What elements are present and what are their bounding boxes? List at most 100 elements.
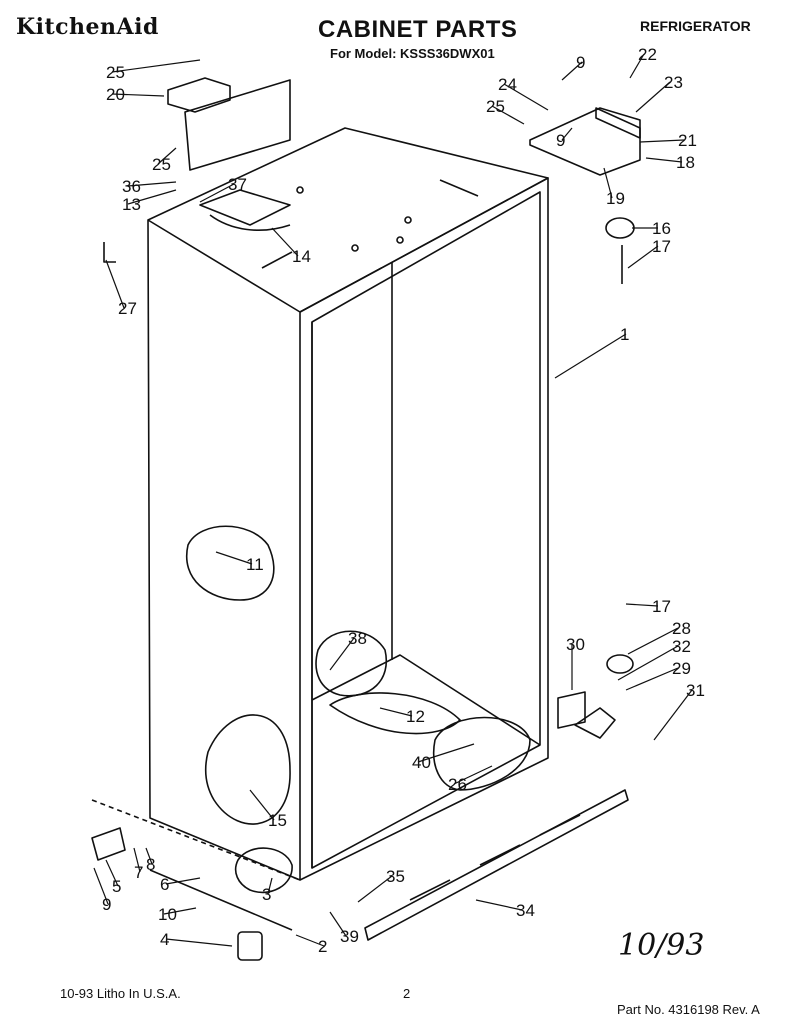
callout-label-17: 17 <box>652 597 671 616</box>
callout-label-28: 28 <box>672 619 691 638</box>
callout-leader-34 <box>475 899 523 911</box>
callout-label-22: 22 <box>638 45 657 64</box>
part-16-cam <box>605 217 635 239</box>
part-4-roller <box>237 931 263 961</box>
insulation-cutaway-12 <box>329 692 461 735</box>
callout-leader-31 <box>653 689 693 741</box>
callout-label-14: 14 <box>292 247 311 266</box>
callout-leader-25 <box>491 105 525 125</box>
insulation-cutaway-26 <box>433 716 531 791</box>
callout-leader-13 <box>127 189 177 205</box>
callout-label-11: 11 <box>246 555 264 574</box>
callout-leaders <box>93 53 693 947</box>
insulation-cutaway-3 <box>234 847 293 894</box>
top-panel <box>184 79 291 171</box>
callout-label-31: 31 <box>686 681 705 700</box>
part-number: Part No. 4316198 Rev. A <box>617 1002 760 1017</box>
part-5-bracket <box>91 827 126 861</box>
callout-leader-19 <box>603 167 613 199</box>
callout-label-13: 13 <box>122 195 141 214</box>
part-20-housing <box>167 77 231 113</box>
insulation-cutaway-15 <box>204 714 291 825</box>
callout-leader-17 <box>625 603 659 607</box>
callout-label-3: 3 <box>262 885 271 904</box>
part-30-bracket <box>557 691 586 729</box>
callout-leader-25 <box>157 147 177 165</box>
callout-leader-24 <box>503 83 549 111</box>
callout-leader-11 <box>215 551 253 565</box>
callout-leader-39 <box>329 911 347 937</box>
part-6-rail <box>149 869 293 931</box>
callout-label-25: 25 <box>486 97 505 116</box>
callout-label-34: 34 <box>516 901 535 920</box>
callout-label-32: 32 <box>672 637 691 656</box>
callout-label-36: 36 <box>122 177 141 196</box>
callout-leader-40 <box>417 743 475 763</box>
callout-label-21: 21 <box>678 131 697 150</box>
callout-label-4: 4 <box>160 930 169 949</box>
callout-leader-10 <box>163 907 197 915</box>
litho-note: 10-93 Litho In U.S.A. <box>60 986 181 1001</box>
callout-label-39: 39 <box>340 927 359 946</box>
callout-leader-3 <box>267 877 273 895</box>
callout-label-26: 26 <box>448 775 467 794</box>
callout-label-24: 24 <box>498 75 517 94</box>
top-hinge-plate <box>529 107 641 176</box>
handwritten-date: 10/93 <box>618 928 705 963</box>
callout-label-1: 1 <box>620 325 629 344</box>
callout-leader-25 <box>111 59 201 73</box>
callout-leader-9 <box>93 867 109 905</box>
callout-leader-38 <box>329 637 355 671</box>
part-28-cam <box>606 654 634 674</box>
callout-label-10: 10 <box>158 905 177 924</box>
callout-leader-20 <box>111 93 165 97</box>
callout-leader-23 <box>635 81 671 113</box>
callout-leader-18 <box>645 157 683 163</box>
cabinet-front-opening <box>299 177 549 881</box>
callout-leader-14 <box>271 227 299 257</box>
callout-label-35: 35 <box>386 867 405 886</box>
cabinet-top <box>147 127 549 313</box>
model-number: For Model: KSSS36DWX01 <box>330 46 495 61</box>
callout-label-2: 2 <box>318 937 327 956</box>
insulation-cutaway-11 <box>185 525 275 601</box>
callout-label-25: 25 <box>152 155 171 174</box>
callout-leader-8 <box>145 847 153 865</box>
callout-label-25: 25 <box>106 63 125 82</box>
callout-label-7: 7 <box>134 863 143 882</box>
callout-label-18: 18 <box>676 153 695 172</box>
callout-leader-32 <box>617 645 679 681</box>
callout-label-40: 40 <box>412 753 431 772</box>
page-number: 2 <box>403 986 411 1001</box>
appliance-type: REFRIGERATOR <box>640 18 751 34</box>
insulation-cutaway-38 <box>315 630 388 697</box>
page-title: CABINET PARTS <box>318 16 518 43</box>
callout-label-6: 6 <box>160 875 169 894</box>
callout-leader-17 <box>627 245 659 269</box>
part-34-grille <box>364 789 629 941</box>
callout-label-29: 29 <box>672 659 691 678</box>
callout-label-20: 20 <box>106 85 125 104</box>
callout-label-9: 9 <box>102 895 111 914</box>
callout-label-37: 37 <box>228 175 247 194</box>
callout-leader-36 <box>127 181 177 187</box>
callout-label-17: 17 <box>652 237 671 256</box>
callout-leader-4 <box>165 938 233 947</box>
callout-leader-26 <box>453 765 493 785</box>
callout-leader-15 <box>249 789 275 821</box>
callout-label-19: 19 <box>606 189 625 208</box>
callout-leader-27 <box>105 259 125 309</box>
callout-leader-9 <box>561 127 573 141</box>
callout-leader-12 <box>379 707 413 717</box>
callout-leader-29 <box>625 667 679 691</box>
callout-label-15: 15 <box>268 811 287 830</box>
callout-label-23: 23 <box>664 73 683 92</box>
callout-label-8: 8 <box>146 855 155 874</box>
callout-leader-35 <box>357 875 393 903</box>
callout-label-9: 9 <box>556 131 565 150</box>
callout-leader-37 <box>199 183 235 203</box>
callout-label-30: 30 <box>566 635 585 654</box>
callout-leader-21 <box>639 139 685 143</box>
